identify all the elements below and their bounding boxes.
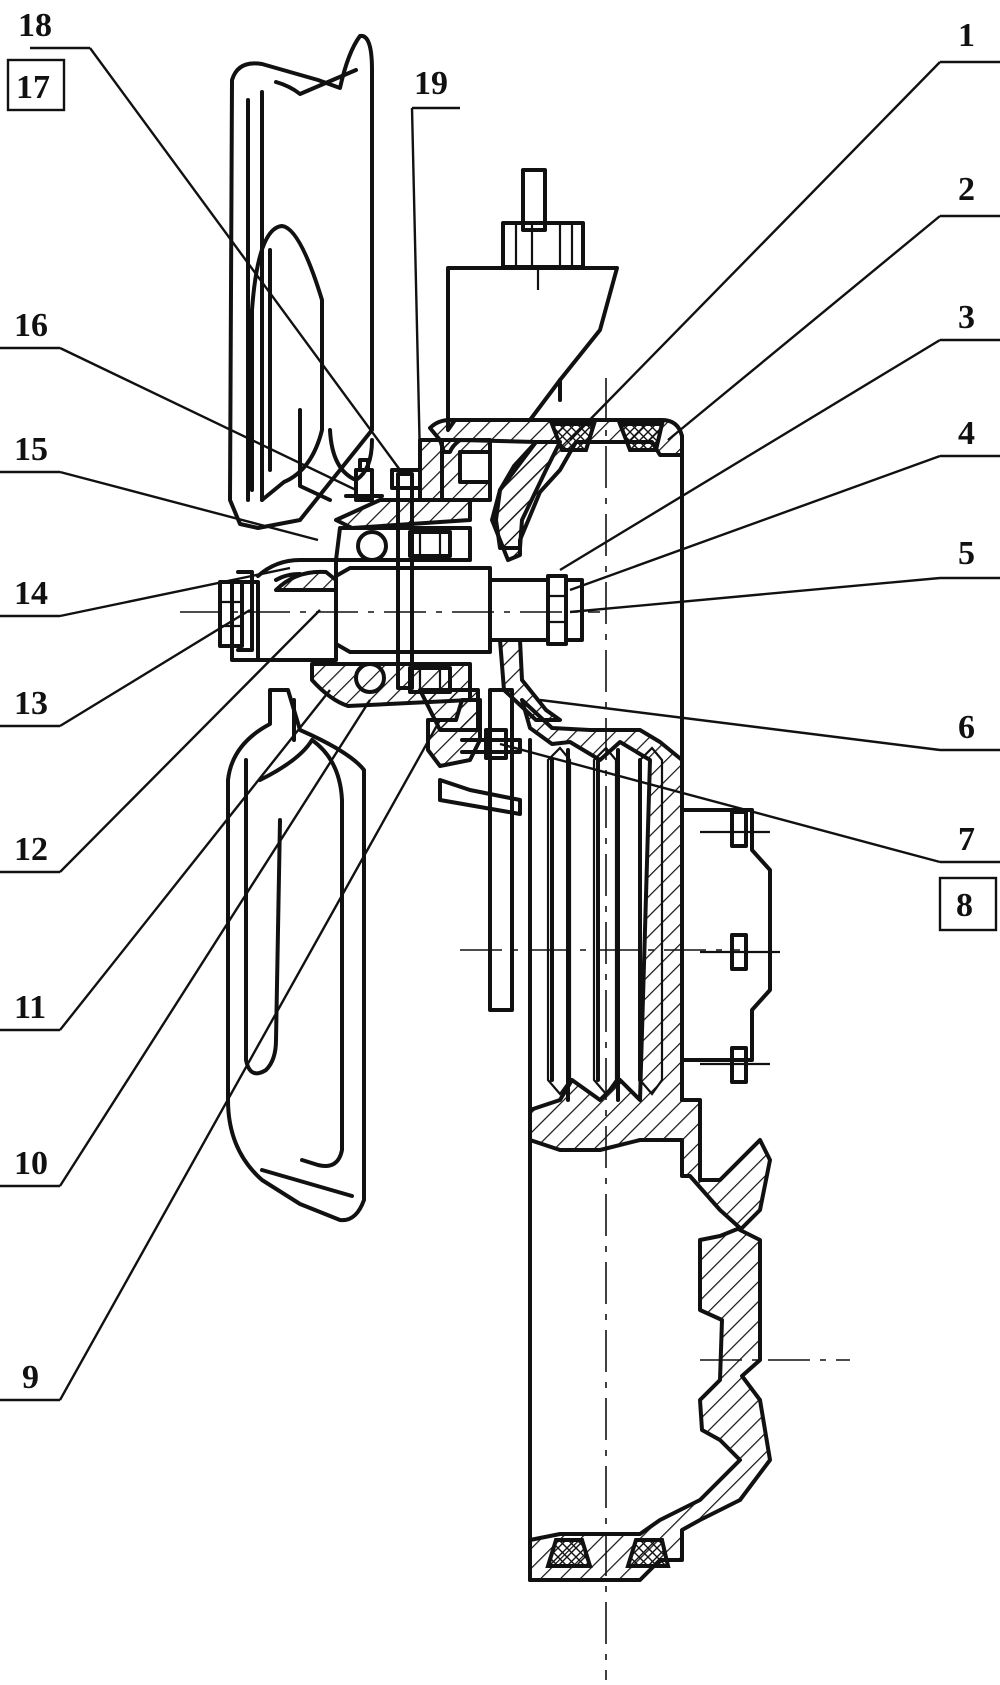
fan-blade-upper (228, 33, 374, 530)
leader-lines (0, 46, 1000, 1402)
label-4: 4 (958, 415, 975, 452)
label-8: 8 (956, 887, 973, 924)
label-6: 6 (958, 709, 975, 746)
mounting-bracket (446, 168, 619, 432)
center-lines (180, 378, 850, 1680)
label-1: 1 (958, 17, 975, 54)
grease-nipple (344, 458, 384, 502)
label-13: 13 (14, 685, 48, 722)
shaft-and-bearings (218, 438, 584, 732)
label-10: 10 (14, 1145, 48, 1182)
label-9: 9 (22, 1359, 39, 1396)
label-12: 12 (14, 831, 48, 868)
label-16: 16 (14, 307, 48, 344)
label-3: 3 (958, 299, 975, 336)
fan-blade-lower (226, 688, 366, 1223)
label-11: 11 (14, 989, 46, 1026)
label-2: 2 (958, 171, 975, 208)
label-17: 17 (16, 69, 50, 106)
label-15: 15 (14, 431, 48, 468)
label-14: 14 (14, 575, 48, 612)
label-7: 7 (958, 821, 975, 858)
drive-plate (426, 688, 522, 1012)
part-labels: 1 2 3 4 5 6 7 8 9 10 11 12 13 14 15 16 1… (14, 7, 975, 1396)
label-box-8 (938, 876, 998, 932)
label-18: 18 (18, 7, 52, 44)
label-box-17 (6, 58, 66, 112)
label-5: 5 (958, 535, 975, 572)
housing-section (428, 418, 780, 1582)
label-19: 19 (414, 65, 448, 102)
